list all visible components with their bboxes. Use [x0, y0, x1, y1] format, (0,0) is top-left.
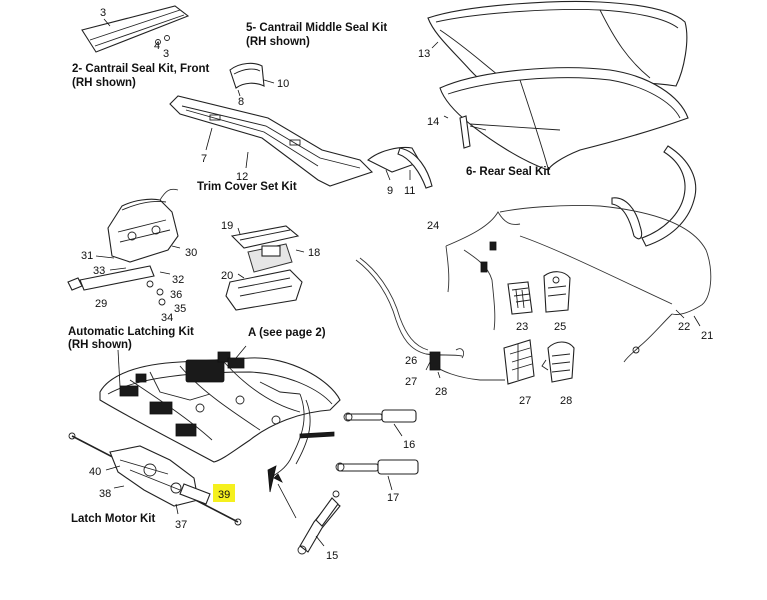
callout-40: 40 — [89, 466, 101, 478]
trim-cover-rail-part — [169, 95, 374, 187]
latch-motor-part — [68, 432, 242, 526]
callout-3-top: 3 — [100, 7, 106, 19]
callout-20: 20 — [221, 270, 233, 282]
cantrail-seal-front-part — [81, 5, 190, 53]
callout-14: 14 — [427, 116, 439, 128]
auto-latch-note: (RH shown) — [68, 339, 132, 351]
roof-mechanism-assembly — [99, 345, 341, 519]
callout-25: 25 — [554, 321, 566, 333]
cantrail-middle-seal-part — [229, 62, 275, 97]
control-module-part — [225, 225, 305, 311]
connector-23-part — [507, 281, 533, 315]
callout-34: 34 — [161, 312, 173, 324]
strut-16-part — [343, 409, 417, 437]
connector-28-part — [541, 341, 575, 383]
callout-29: 29 — [95, 298, 107, 310]
rear-frame-part — [499, 145, 712, 363]
rear-seal-title: 6- Rear Seal Kit — [466, 166, 551, 178]
callout-27-right: 27 — [519, 395, 531, 407]
callout-17: 17 — [387, 492, 399, 504]
connector-25-part — [543, 271, 571, 313]
callout-33: 33 — [93, 265, 105, 277]
cantrail-seal-front-note: (RH shown) — [72, 77, 136, 89]
callout-16: 16 — [403, 439, 415, 451]
callout-8: 8 — [238, 96, 244, 108]
callout-26: 26 — [405, 355, 417, 367]
cantrail-middle-title: 5- Cantrail Middle Seal Kit — [246, 22, 387, 34]
callout-38: 38 — [99, 488, 111, 500]
auto-latch-title: Automatic Latching Kit — [68, 326, 194, 338]
callout-12: 12 — [236, 171, 248, 183]
callout-39: 39 — [218, 489, 230, 501]
callout-24: 24 — [427, 220, 439, 232]
wiring-harness-part — [445, 211, 521, 331]
headliner-part — [439, 67, 689, 171]
connector-27-part — [503, 339, 535, 385]
callout-30: 30 — [185, 247, 197, 259]
latch-motor-title: Latch Motor Kit — [71, 513, 155, 525]
callout-28-left: 28 — [435, 386, 447, 398]
callout-21: 21 — [701, 330, 713, 342]
callout-35: 35 — [174, 303, 186, 315]
callout-9: 9 — [387, 185, 393, 197]
quarter-seal-part — [367, 146, 433, 189]
cantrail-middle-note: (RH shown) — [246, 36, 310, 48]
callout-3-bottom: 3 — [163, 48, 169, 60]
callout-15: 15 — [326, 550, 338, 562]
callout-32: 32 — [172, 274, 184, 286]
callout-numbers: 3 4 3 10 8 13 14 7 12 9 11 24 19 18 20 3… — [81, 7, 713, 562]
callout-13: 13 — [418, 48, 430, 60]
callout-10: 10 — [277, 78, 289, 90]
callout-7: 7 — [201, 153, 207, 165]
callout-22: 22 — [678, 321, 690, 333]
sensor-cable-part — [355, 257, 505, 381]
callout-11: 11 — [404, 185, 415, 197]
callout-37: 37 — [175, 519, 187, 531]
latch-assembly-part — [67, 188, 181, 306]
callout-19: 19 — [221, 220, 233, 232]
callout-18: 18 — [308, 247, 320, 259]
cantrail-seal-front-title: 2- Cantrail Seal Kit, Front — [72, 63, 210, 75]
see-page-title: A (see page 2) — [248, 327, 326, 339]
strut-15-part — [297, 490, 341, 555]
callout-36: 36 — [170, 289, 182, 301]
kit-titles: 2- Cantrail Seal Kit, Front (RH shown) 5… — [68, 22, 551, 525]
callout-28-right: 28 — [560, 395, 572, 407]
strut-17-part — [335, 459, 419, 491]
trim-cover-title: Trim Cover Set Kit — [197, 181, 297, 193]
callout-31: 31 — [81, 250, 93, 262]
callout-4: 4 — [154, 40, 160, 52]
callout-39-highlight — [213, 484, 235, 502]
callout-23: 23 — [516, 321, 528, 333]
callout-27-left: 27 — [405, 376, 417, 388]
